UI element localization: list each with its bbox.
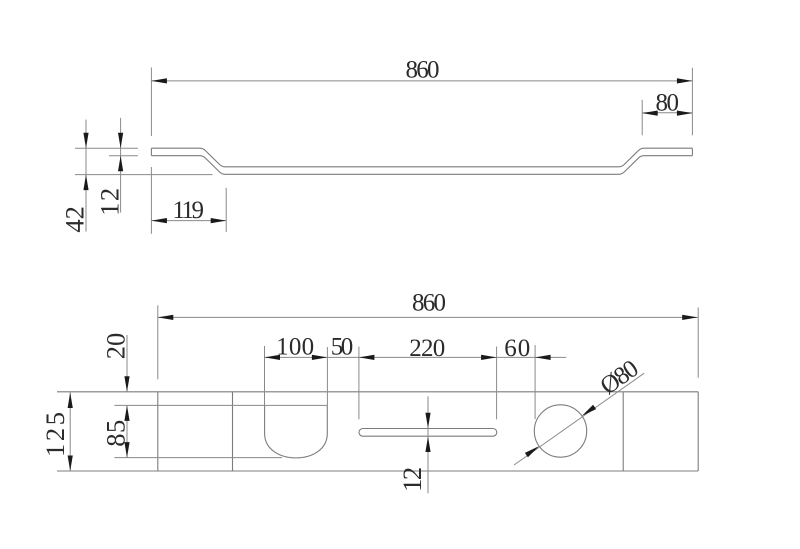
svg-text:20: 20	[101, 333, 131, 360]
svg-text:Ø80: Ø80	[595, 355, 643, 400]
svg-text:42: 42	[60, 206, 90, 233]
svg-text:119: 119	[172, 197, 204, 224]
svg-text:80: 80	[655, 89, 679, 116]
svg-text:12: 12	[397, 467, 427, 492]
svg-text:50: 50	[331, 333, 354, 360]
svg-text:12: 12	[95, 188, 125, 216]
svg-text:100: 100	[276, 333, 314, 360]
svg-text:860: 860	[412, 290, 446, 317]
svg-text:125: 125	[40, 412, 70, 457]
svg-text:85: 85	[101, 420, 131, 447]
svg-text:60: 60	[504, 335, 530, 362]
svg-text:860: 860	[406, 57, 440, 84]
svg-text:220: 220	[409, 335, 445, 362]
